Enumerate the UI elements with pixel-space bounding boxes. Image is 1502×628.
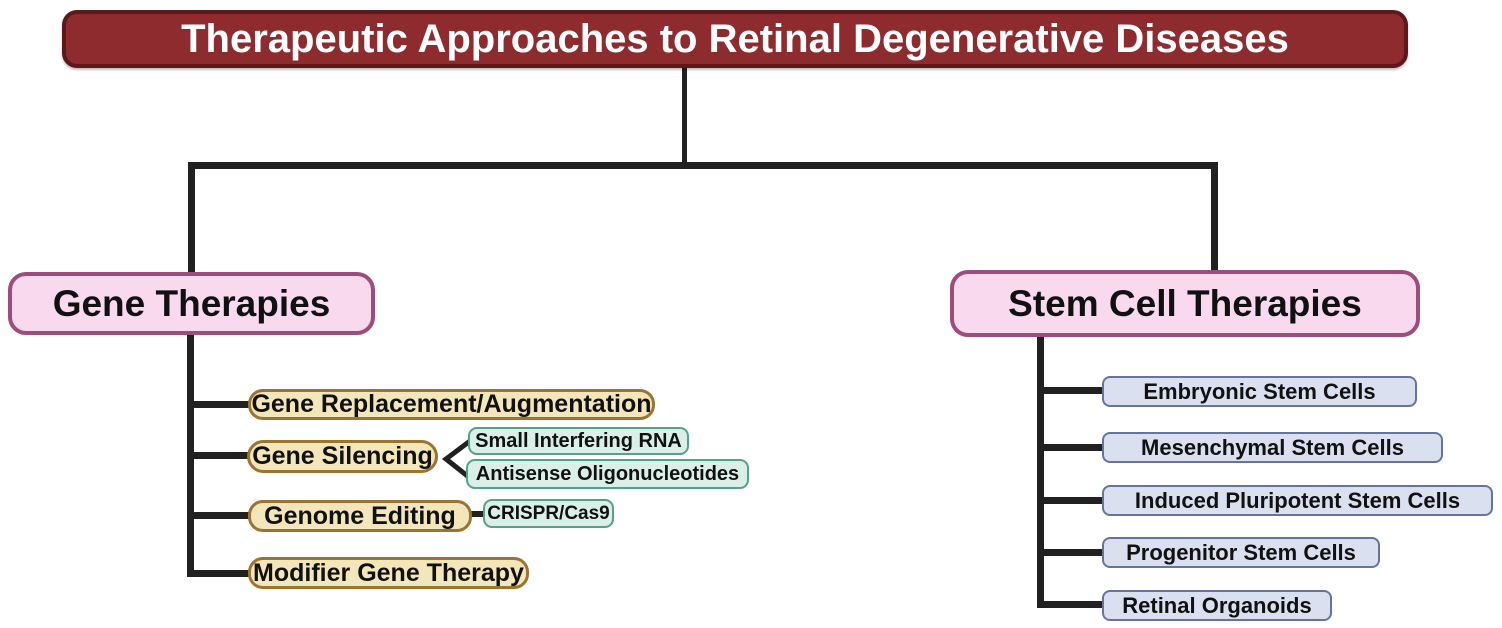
connector-editing-crispr-dash	[469, 511, 485, 517]
crispr-cas9-node: CRISPR/Cas9	[483, 499, 614, 528]
modifier-gene-therapy-node: Modifier Gene Therapy	[248, 557, 529, 589]
connector-gene-stub-editing	[190, 512, 250, 519]
connector-stem-stub-progenitor	[1040, 549, 1102, 556]
gene-replacement-augmentation-node: Gene Replacement/Augmentation	[248, 389, 655, 420]
genome-editing-node: Genome Editing	[248, 500, 472, 532]
connector-stem-stub-embryonic	[1040, 387, 1102, 394]
connector-stem-stub-organoids	[1040, 601, 1102, 608]
stem-cell-therapies-node: Stem Cell Therapies	[950, 270, 1420, 337]
diagram-title: Therapeutic Approaches to Retinal Degene…	[62, 10, 1408, 68]
gene-therapies-node: Gene Therapies	[8, 272, 375, 335]
small-interfering-rna-node: Small Interfering RNA	[468, 427, 689, 455]
connector-gene-stub-modifier	[190, 570, 252, 577]
connector-gene-stub-replacement	[190, 401, 250, 408]
connector-left-branch-drop	[188, 162, 195, 274]
antisense-oligonucleotides-node: Antisense Oligonucleotides	[466, 459, 749, 489]
connector-title-drop	[682, 67, 687, 166]
retinal-organoids-node: Retinal Organoids	[1102, 590, 1332, 621]
connector-main-horizontal	[188, 162, 1218, 169]
connector-right-branch-drop	[1211, 162, 1218, 274]
connector-gene-stub-silencing	[190, 452, 250, 459]
progenitor-stem-cells-node: Progenitor Stem Cells	[1102, 537, 1380, 568]
connector-silencing-fork	[441, 437, 474, 482]
induced-pluripotent-stem-cells-node: Induced Pluripotent Stem Cells	[1102, 485, 1493, 516]
mesenchymal-stem-cells-node: Mesenchymal Stem Cells	[1102, 432, 1443, 463]
connector-stem-stub-mesenchymal	[1040, 444, 1102, 451]
gene-silencing-node: Gene Silencing	[247, 440, 438, 473]
connector-stem-trunk	[1037, 337, 1044, 608]
embryonic-stem-cells-node: Embryonic Stem Cells	[1102, 376, 1417, 407]
connector-stem-stub-ipsc	[1040, 497, 1102, 504]
